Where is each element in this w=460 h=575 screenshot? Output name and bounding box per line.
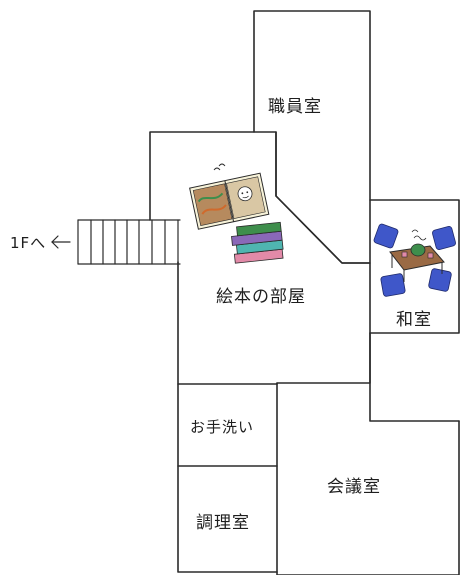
meeting-room-walls: [276, 382, 460, 575]
stairs-label: 1Fへ: [10, 234, 46, 252]
cooking-room-label: 調理室: [196, 513, 250, 533]
picture-books-icon: [189, 163, 284, 264]
meeting-room-top-wall: [369, 332, 460, 422]
japanese-room-walls: [369, 199, 460, 334]
japanese-room-label: 和室: [396, 310, 432, 330]
picture-book-room-label: 絵本の部屋: [216, 287, 306, 307]
low-table-with-tea-icon: [373, 223, 456, 297]
cushion-icon: [373, 223, 456, 297]
staff-room-label: 職員室: [268, 97, 322, 117]
cooking-room-walls: [177, 465, 278, 573]
meeting-room-label: 会議室: [327, 477, 381, 497]
arrow-left-icon: [51, 235, 71, 249]
picture-book-room-walls: [149, 131, 371, 385]
washroom-label: お手洗い: [190, 418, 254, 436]
staircase[interactable]: [77, 219, 181, 265]
